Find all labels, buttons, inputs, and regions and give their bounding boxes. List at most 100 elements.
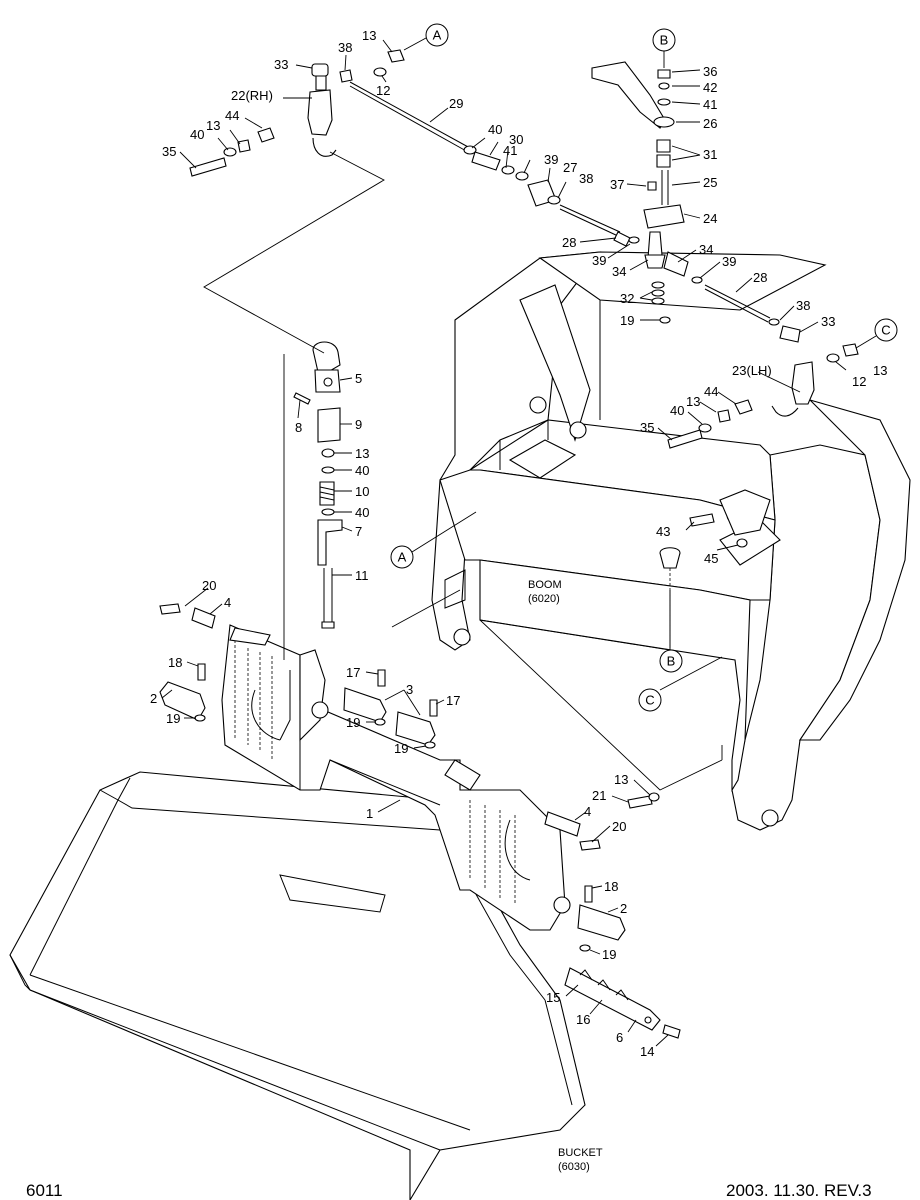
- ref-b-frame-circle: [659, 649, 683, 673]
- callout-15: 15: [546, 990, 560, 1005]
- callout-36: 36: [703, 64, 717, 79]
- ref-c-right-circle: [874, 318, 898, 342]
- callout-27: 27: [563, 160, 577, 175]
- callout-19: 19: [346, 715, 360, 730]
- callout-38: 38: [338, 40, 352, 55]
- bucket-label: BUCKET: [558, 1147, 603, 1159]
- callout-19: 19: [620, 313, 634, 328]
- callout-14: 14: [640, 1044, 654, 1059]
- callout-40: 40: [355, 505, 369, 520]
- lh-linkage: [667, 343, 859, 449]
- callout-3: 3: [406, 682, 413, 697]
- callout-44: 44: [704, 384, 718, 399]
- callout-40: 40: [488, 122, 502, 137]
- callout-20: 20: [202, 578, 216, 593]
- pins-bushings: [159, 513, 748, 952]
- callout-40: 40: [190, 127, 204, 142]
- callout-40: 40: [670, 403, 684, 418]
- callout-1: 1: [366, 806, 373, 821]
- callout-39: 39: [544, 152, 558, 167]
- callout-29: 29: [449, 96, 463, 111]
- boom-code: (6020): [528, 593, 560, 605]
- boom-frame: [431, 251, 911, 831]
- callout-32: 32: [620, 291, 634, 306]
- callout-19: 19: [166, 711, 180, 726]
- quick-coupler: [221, 624, 571, 931]
- callout-12: 12: [852, 374, 866, 389]
- ref-b-top: B: [660, 33, 669, 48]
- ref-c-frame: C: [645, 693, 654, 708]
- callout-20: 20: [612, 819, 626, 834]
- callout-22-rh: 22(RH): [231, 88, 273, 103]
- callout-30: 30: [509, 132, 523, 147]
- ref-b-frame: B: [667, 654, 676, 669]
- callout-2: 2: [150, 691, 157, 706]
- callout-44: 44: [225, 108, 239, 123]
- callout-28: 28: [753, 270, 767, 285]
- reference-markers: A B C A B C: [390, 23, 898, 712]
- callout-31: 31: [703, 147, 717, 162]
- callout-33: 33: [274, 57, 288, 72]
- callout-19: 19: [602, 947, 616, 962]
- ref-a-top-circle: [425, 23, 449, 47]
- callout-41: 41: [503, 143, 517, 158]
- callout-18: 18: [168, 655, 182, 670]
- revision-date: 2003. 11.30. REV.3: [726, 1181, 872, 1200]
- callout-25: 25: [703, 175, 717, 190]
- callout-2: 2: [620, 901, 627, 916]
- ref-a-frame-circle: [390, 545, 414, 569]
- ref-a-frame: A: [398, 550, 407, 565]
- callout-9: 9: [355, 417, 362, 432]
- callout-19: 19: [394, 741, 408, 756]
- callout-39: 39: [722, 254, 736, 269]
- callout-21: 21: [592, 788, 606, 803]
- callout-34: 34: [699, 242, 713, 257]
- ref-c-right: C: [881, 323, 890, 338]
- callout-23-lh: 23(LH): [732, 363, 772, 378]
- callout-11: 11: [355, 568, 369, 583]
- callout-43: 43: [656, 524, 670, 539]
- callout-13: 13: [686, 394, 700, 409]
- callout-13: 13: [362, 28, 376, 43]
- callout-40: 40: [355, 463, 369, 478]
- callout-7: 7: [355, 524, 362, 539]
- callout-37: 37: [610, 177, 624, 192]
- callout-13: 13: [614, 772, 628, 787]
- callout-16: 16: [576, 1012, 590, 1027]
- ref-a-top: A: [433, 28, 442, 43]
- control-lever: [591, 61, 801, 343]
- callout-33: 33: [821, 314, 835, 329]
- callout-42: 42: [703, 80, 717, 95]
- callout-17: 17: [346, 665, 360, 680]
- callout-4: 4: [584, 804, 591, 819]
- callout-24: 24: [703, 211, 717, 226]
- callout-leaders: [161, 39, 847, 1047]
- callout-numbers: 13 33 38 12 22(RH) 29 44 13 40 35 40 30 …: [150, 28, 887, 1059]
- rh-linkage: [189, 49, 631, 247]
- callout-8: 8: [295, 420, 302, 435]
- callout-17: 17: [446, 693, 460, 708]
- locking-plate: [564, 967, 681, 1039]
- latch-stack: [293, 341, 343, 629]
- bucket-code: (6030): [558, 1161, 590, 1173]
- callout-45: 45: [704, 551, 718, 566]
- callout-18: 18: [604, 879, 618, 894]
- callout-38: 38: [796, 298, 810, 313]
- callout-28: 28: [562, 235, 576, 250]
- callout-34: 34: [612, 264, 626, 279]
- bucket: [9, 771, 586, 1200]
- boom-label: BOOM: [528, 579, 562, 591]
- callout-5: 5: [355, 371, 362, 386]
- callout-35: 35: [162, 144, 176, 159]
- callout-12: 12: [376, 83, 390, 98]
- callout-13: 13: [873, 363, 887, 378]
- callout-39: 39: [592, 253, 606, 268]
- callout-41: 41: [703, 97, 717, 112]
- page-number: 6011: [26, 1181, 63, 1200]
- callout-38: 38: [579, 171, 593, 186]
- callout-13: 13: [355, 446, 369, 461]
- callout-13: 13: [206, 118, 220, 133]
- routing-lines: [203, 151, 723, 791]
- callout-4: 4: [224, 595, 231, 610]
